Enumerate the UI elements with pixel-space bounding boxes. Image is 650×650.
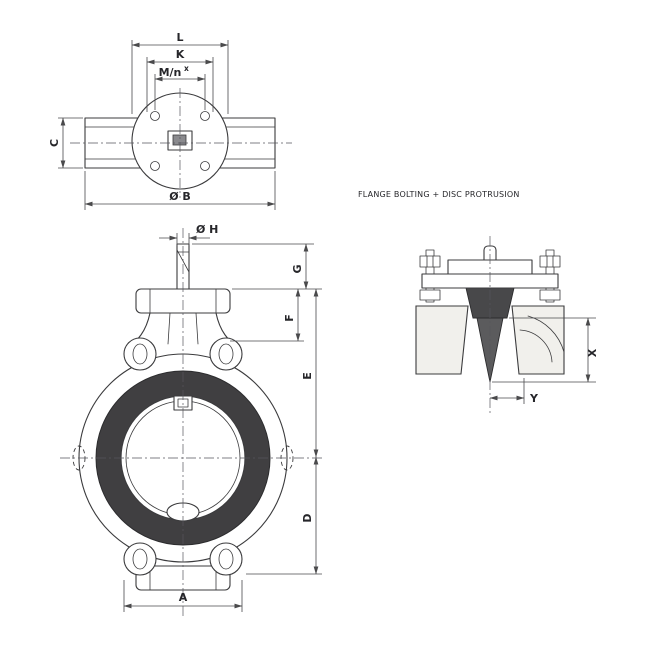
section-body-right — [511, 305, 565, 375]
dim-label-F: F — [283, 314, 296, 322]
front-view: Ø H G F E D A — [60, 223, 322, 616]
dim-label-L: L — [176, 31, 183, 44]
bolt-nut-top-right — [539, 255, 561, 268]
bolt-nut-bottom-right — [539, 289, 561, 301]
bolt-hole-bl — [150, 161, 160, 171]
bolt-hole-tl — [150, 111, 160, 121]
lug-hole-top-left — [132, 343, 148, 365]
dim-label-D: D — [301, 513, 314, 522]
lug-hole-top-right — [218, 343, 234, 365]
dim-label-Mn: M/n — [159, 66, 182, 79]
dim-label-C: C — [48, 139, 61, 147]
section-view: FLANGE BOLTING + DISC PROTRUSION X — [358, 190, 599, 414]
section-caption: FLANGE BOLTING + DISC PROTRUSION — [358, 190, 520, 199]
bolt-hole-br — [200, 161, 210, 171]
dim-label-Mn-sup: x — [184, 64, 189, 73]
body-radius-arc-1 — [519, 329, 553, 363]
dim-label-E: E — [301, 372, 314, 380]
lug-hole-bottom-right — [218, 548, 234, 570]
lug-top-left — [123, 337, 157, 371]
lug-bottom-right — [209, 542, 243, 576]
top-view: L K M/n x C Ø B — [48, 31, 292, 210]
lug-top-right — [209, 337, 243, 371]
dim-label-H: Ø H — [196, 223, 218, 236]
bolt-nut-bottom-left — [419, 289, 441, 301]
dim-label-Y: Y — [529, 392, 539, 405]
dim-label-B: Ø B — [169, 190, 191, 203]
dim-label-K: K — [176, 48, 185, 61]
lug-bottom-left — [123, 542, 157, 576]
bolt-nut-top-left — [419, 255, 441, 268]
bolt-hole-tr — [200, 111, 210, 121]
stem-keyway — [172, 134, 187, 146]
dim-label-A: A — [179, 591, 188, 604]
section-body-left — [415, 305, 469, 375]
dim-label-X: X — [586, 348, 599, 357]
dim-label-G: G — [291, 264, 304, 273]
neck-inner-left — [167, 312, 171, 345]
lug-hole-bottom-left — [132, 548, 148, 570]
neck-inner-right — [195, 312, 199, 345]
